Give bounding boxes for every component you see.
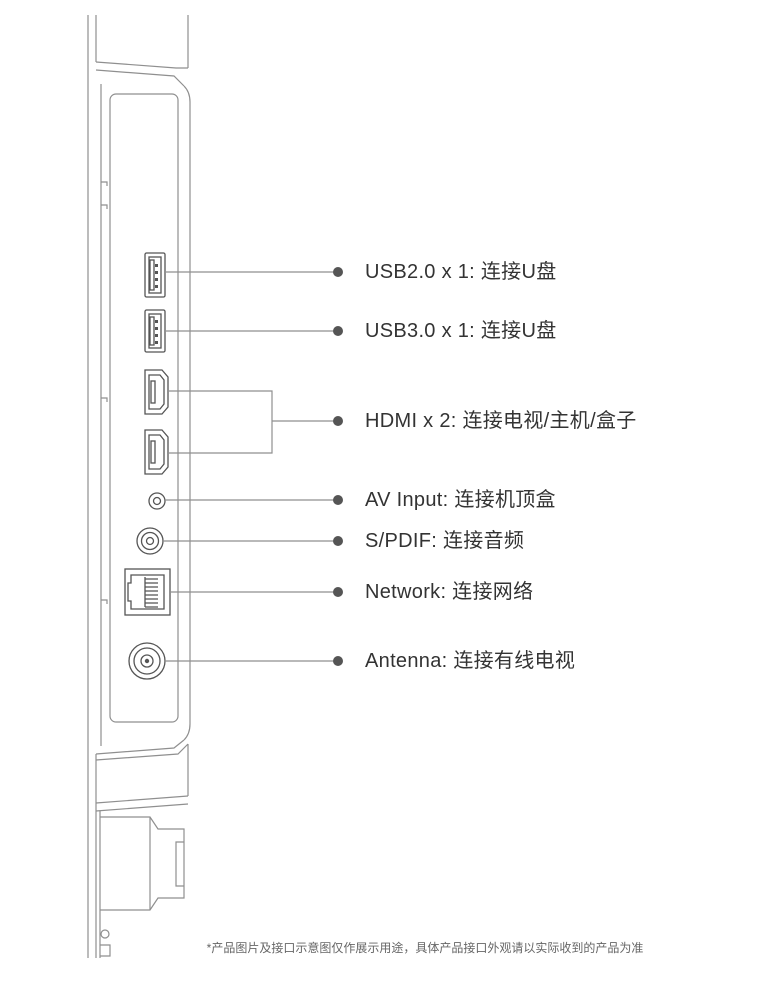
usb2-port-contacts (155, 278, 158, 281)
network-port-contacts (145, 578, 158, 608)
antenna-port-insulator (140, 654, 154, 668)
leader-bracket-hdmi (168, 390, 273, 454)
callout-dot-spdif (333, 536, 343, 546)
panel-right-edge (183, 85, 191, 741)
usb3-port-contacts (155, 327, 158, 330)
disclaimer-footnote: *产品图片及接口示意图仅作展示用途，具体产品接口外观请以实际收到的产品为准 (206, 941, 644, 955)
stand-bracket (99, 811, 185, 958)
hdmi-1-port-housing (144, 369, 169, 415)
usb2-port-contacts (155, 271, 158, 274)
stand-foot-clip (100, 944, 111, 957)
usb3-port-opening (148, 313, 162, 349)
callout-label-spdif: S/PDIF: 连接音频 (365, 530, 525, 552)
av-input-jack-icon (148, 492, 166, 510)
usb3-port-contacts (155, 341, 158, 344)
hdmi-2-port-housing (144, 429, 169, 475)
upper-chamfer (95, 61, 188, 87)
antenna-port-thread-ring (133, 647, 161, 675)
callout-label-usb3: USB3.0 x 1: 连接U盘 (365, 320, 557, 342)
hdmi-2-port-tongue (150, 440, 156, 464)
callout-dot-usb3 (333, 326, 343, 336)
network-port-opening (127, 574, 165, 610)
port-panel (109, 93, 179, 723)
stand-screw (100, 929, 110, 939)
callout-leaders (163, 267, 343, 666)
hdmi-1-port-tongue (150, 380, 156, 404)
callout-label-antenna: Antenna: 连接有线电视 (365, 650, 576, 672)
antenna-port-icon (128, 642, 166, 680)
usb2-port-opening (148, 256, 162, 294)
lower-chamfer (95, 739, 189, 761)
usb2-port-tongue (149, 259, 155, 291)
av-input-jack-ring (148, 492, 166, 510)
spdif-jack-inner-ring (140, 531, 160, 551)
panel-tick-marks (101, 181, 108, 604)
usb3-port-tongue (149, 316, 155, 346)
usb2-port-housing (144, 252, 166, 298)
callout-dot-hdmi (333, 416, 343, 426)
hdmi-1-port-opening (148, 374, 165, 410)
spdif-jack-hole (145, 536, 155, 546)
usb2-port-icon (144, 252, 166, 298)
tv-side-outline (87, 15, 191, 958)
callout-dot-usb2 (333, 267, 343, 277)
hdmi-1-port-icon (144, 369, 169, 415)
usb3-port-contacts (155, 320, 158, 323)
usb2-port-contacts (155, 264, 158, 267)
stand-joint (95, 795, 189, 812)
callout-dot-network (333, 587, 343, 597)
antenna-port-pin (144, 658, 150, 664)
callout-dot-antenna (333, 656, 343, 666)
hdmi-2-port-icon (144, 429, 169, 475)
callout-label-av-input: AV Input: 连接机顶盒 (365, 489, 556, 511)
callout-label-usb2: USB2.0 x 1: 连接U盘 (365, 261, 557, 283)
callout-dot-av-input (333, 495, 343, 505)
hdmi-2-port-opening (148, 434, 165, 470)
callout-label-hdmi: HDMI x 2: 连接电视/主机/盒子 (365, 410, 637, 432)
port-icons (124, 252, 171, 680)
usb2-port-contacts (155, 285, 158, 288)
usb3-port-contacts (155, 334, 158, 337)
av-input-jack-hole (152, 496, 162, 506)
callout-label-network: Network: 连接网络 (365, 581, 534, 603)
